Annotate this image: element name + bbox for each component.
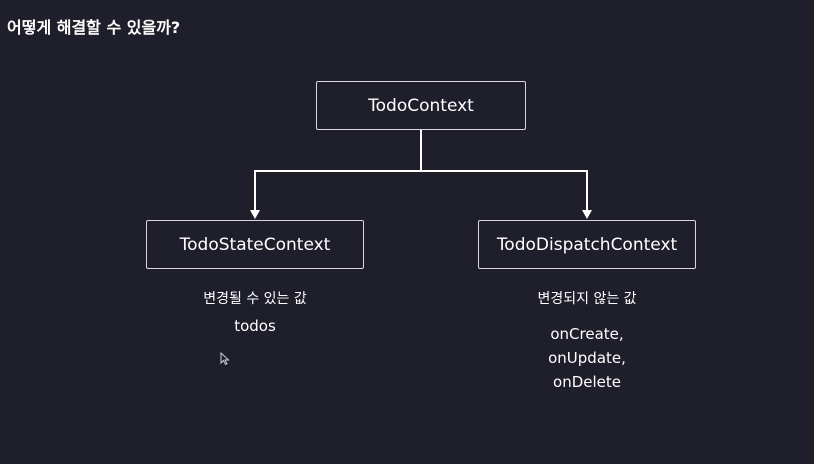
value-item-oncreate: onCreate,: [550, 325, 624, 343]
caption-dispatch: 변경되지 않는 값: [537, 291, 637, 307]
node-todo-state-context: TodoStateContext: [146, 220, 364, 269]
value-list-state: todos: [234, 314, 276, 338]
mouse-cursor-icon: [220, 352, 230, 366]
node-todo-context: TodoContext: [316, 81, 526, 130]
caption-state: 변경될 수 있는 값: [203, 291, 307, 307]
value-item-todos: todos: [234, 317, 276, 335]
arrowhead-right: [582, 210, 592, 219]
value-item-ondelete: onDelete: [553, 373, 621, 391]
slide-title: 어떻게 해결할 수 있을까?: [7, 18, 181, 37]
arrowhead-left: [250, 210, 260, 219]
value-list-dispatch: onCreate, onUpdate, onDelete: [548, 322, 626, 394]
value-item-onupdate: onUpdate,: [548, 349, 626, 367]
node-todo-dispatch-context: TodoDispatchContext: [478, 220, 696, 269]
